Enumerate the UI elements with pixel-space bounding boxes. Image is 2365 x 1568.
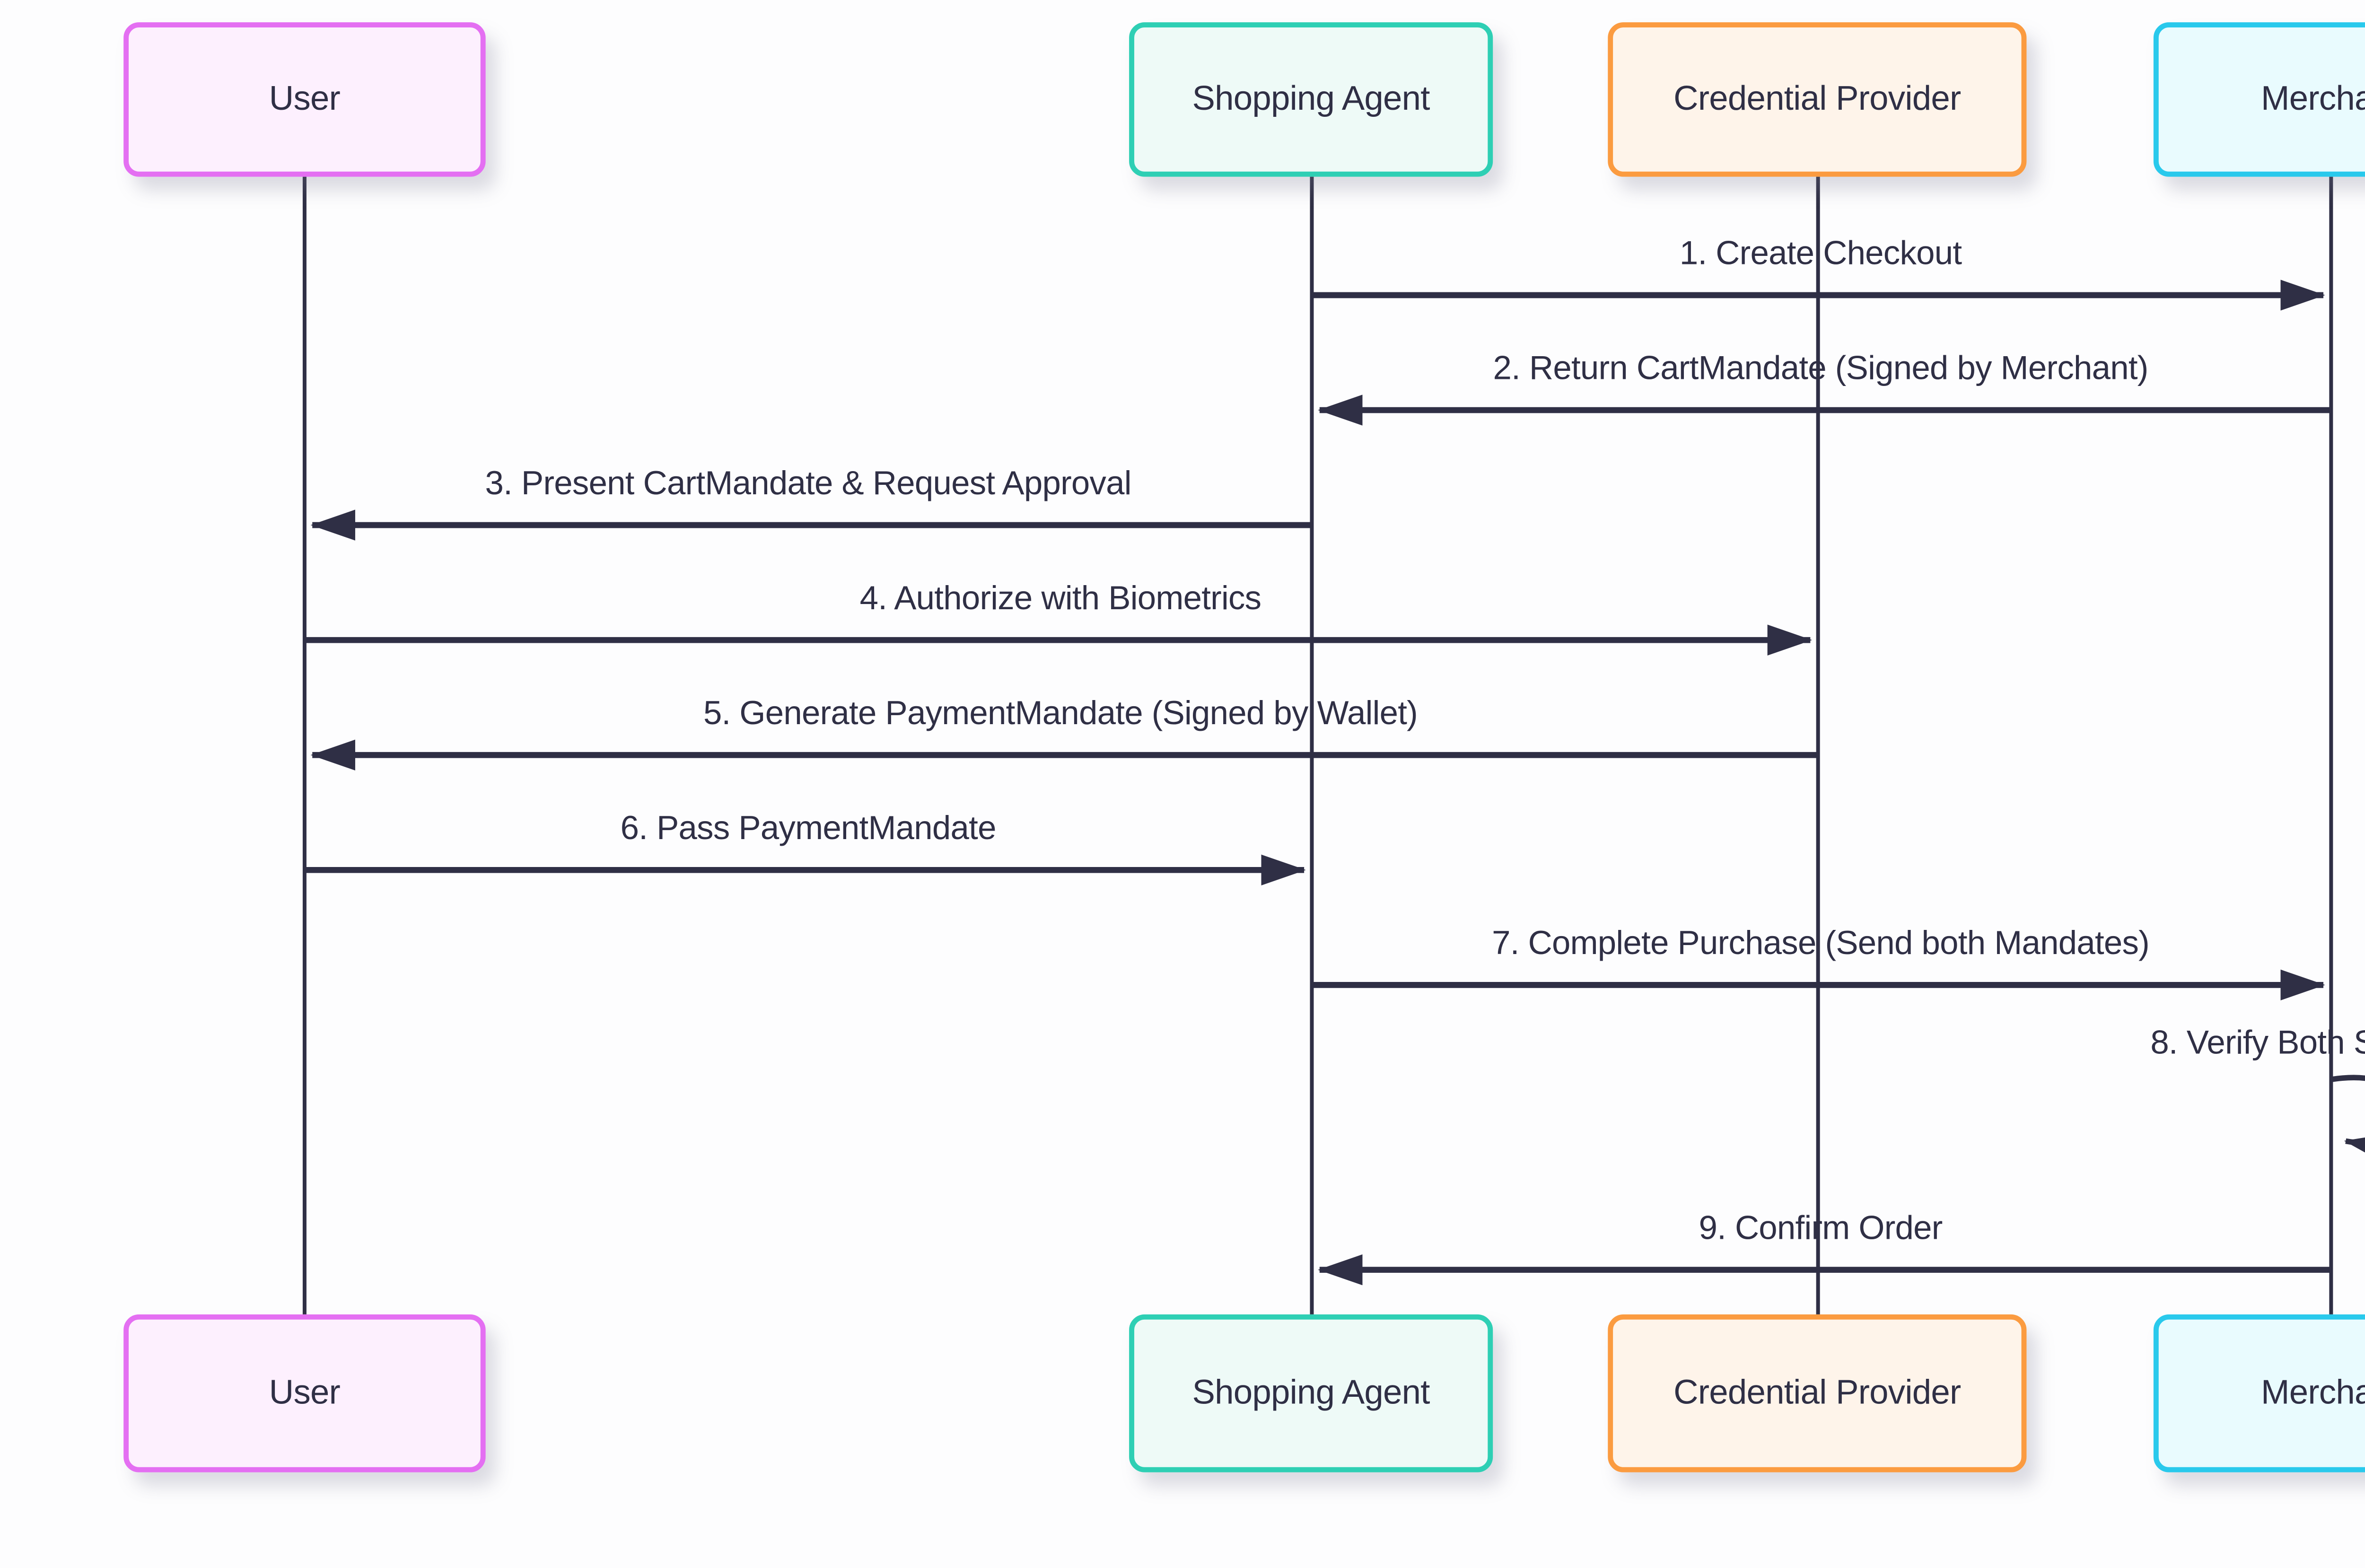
actor-box-user-bottom: User [123,1314,486,1472]
actor-label-merchant: Merchant [2261,1374,2365,1411]
actor-label-credential-provider: Credential Provider [1673,1374,1961,1411]
actor-label-merchant: Merchant [2261,79,2365,118]
actor-box-credential-provider-bottom: Credential Provider [1608,1314,2027,1472]
actor-box-merchant-bottom: Merchant [2153,1314,2365,1472]
actor-label-user: User [269,1374,341,1411]
self-loop-arrow [2331,1075,2365,1164]
actor-label-credential-provider: Credential Provider [1673,79,1961,118]
actor-box-shopping-agent-top: Shopping Agent [1129,22,1493,177]
actor-label-shopping-agent: Shopping Agent [1192,79,1430,118]
actor-box-merchant-top: Merchant [2153,22,2365,177]
actor-box-shopping-agent-bottom: Shopping Agent [1129,1314,1493,1472]
actor-box-credential-provider-top: Credential Provider [1608,22,2027,177]
actor-label-shopping-agent: Shopping Agent [1192,1374,1430,1411]
actor-label-user: User [269,79,341,118]
actor-box-user-top: User [123,22,486,177]
